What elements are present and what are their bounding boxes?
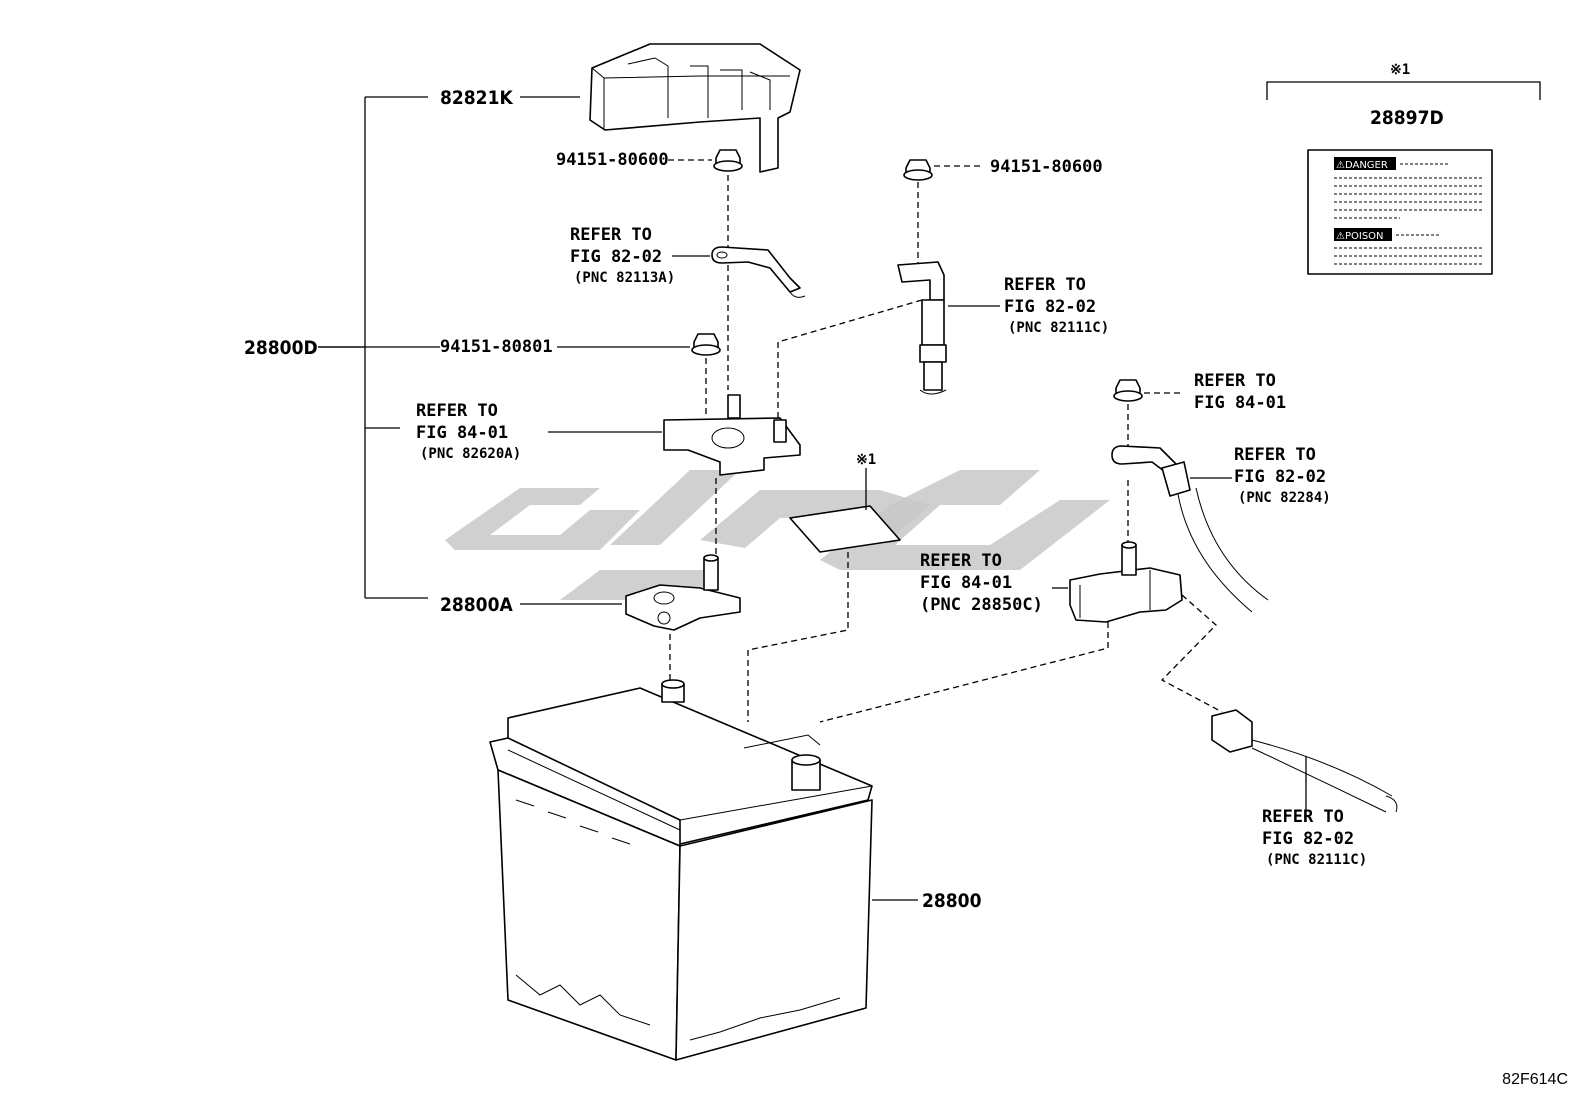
ref-line-1: REFER TO [1234,445,1316,465]
nut-top-part-number: 94151-80600 [556,150,669,170]
danger-badge [1334,157,1396,170]
ref-line-3: (PNC 28850C) [920,595,1043,615]
battery-sensor [819,541,1223,723]
nut-middle-part-number: 94151-80801 [440,337,553,357]
ref-line-2: FIG 84-01 [1194,393,1286,413]
ref-82111c-lower: REFER TO FIG 82-02 (PNC 82111C) [1262,807,1367,868]
sensor-connector [1211,709,1398,822]
figure-code: 82F614C [1502,1071,1568,1088]
ref-line-3: (PNC 82111C) [1266,852,1367,868]
battery-part-number: 28800 [922,890,982,912]
nut-right-part-number: 94151-80600 [990,157,1103,177]
ref-82113a: REFER TO FIG 82-02 (PNC 82113A) [570,225,675,286]
poison-badge [1334,228,1392,241]
ref-line-2: FIG 82-02 [1234,467,1326,487]
positive-clamp [548,394,801,560]
ground-cable [1111,445,1269,613]
ref-line-1: REFER TO [1004,275,1086,295]
terminal-cover [520,43,801,173]
small-label-sticker [747,468,901,722]
note-mark-small: ※1 [856,452,876,468]
note-mark: ※1 [1390,62,1410,78]
nut-right [903,159,980,265]
ref-28850c: REFER TO FIG 84-01 (PNC 28850C) [920,551,1043,615]
negative-clamp [520,554,741,680]
ref-line-3: (PNC 82113A) [574,270,675,286]
ref-line-1: REFER TO [570,225,652,245]
ref-82620a: REFER TO FIG 84-01 (PNC 82620A) [416,401,521,462]
ref-82284: REFER TO FIG 82-02 (PNC 82284) [1234,445,1331,506]
ref-line-3: (PNC 82111C) [1008,320,1109,336]
clamp-part-number: 28800A [440,594,513,616]
nut-top [668,149,743,390]
ref-line-2: FIG 82-02 [1004,297,1096,317]
cable-terminal-upper [777,261,1000,420]
ref-line-2: FIG 84-01 [416,423,508,443]
ref-line-3: (PNC 82620A) [420,446,521,462]
label-part-number: 28897D [1370,107,1444,129]
battery [489,679,918,1061]
cover-part-number: 82821K [440,87,513,109]
ref-line-1: REFER TO [920,551,1002,571]
nut-right-lower [1113,379,1180,560]
ref-line-3: (PNC 82284) [1238,490,1331,506]
ref-line-2: FIG 82-02 [1262,829,1354,849]
ref-82111c-upper: REFER TO FIG 82-02 (PNC 82111C) [1004,275,1109,336]
warning-label-group [1266,81,1541,275]
ref-84-01: REFER TO FIG 84-01 [1194,371,1286,413]
ref-line-1: REFER TO [1194,371,1276,391]
ref-line-1: REFER TO [1262,807,1344,827]
ref-line-1: REFER TO [416,401,498,421]
assembly-part-number: 28800D [244,337,318,359]
ref-line-2: FIG 84-01 [920,573,1012,593]
ref-line-2: FIG 82-02 [570,247,662,267]
nut-middle [318,333,721,415]
danger-text: ⚠DANGER [1336,160,1388,171]
poison-text: ⚠POISON [1336,231,1384,242]
ring-terminal-upper [672,246,806,298]
